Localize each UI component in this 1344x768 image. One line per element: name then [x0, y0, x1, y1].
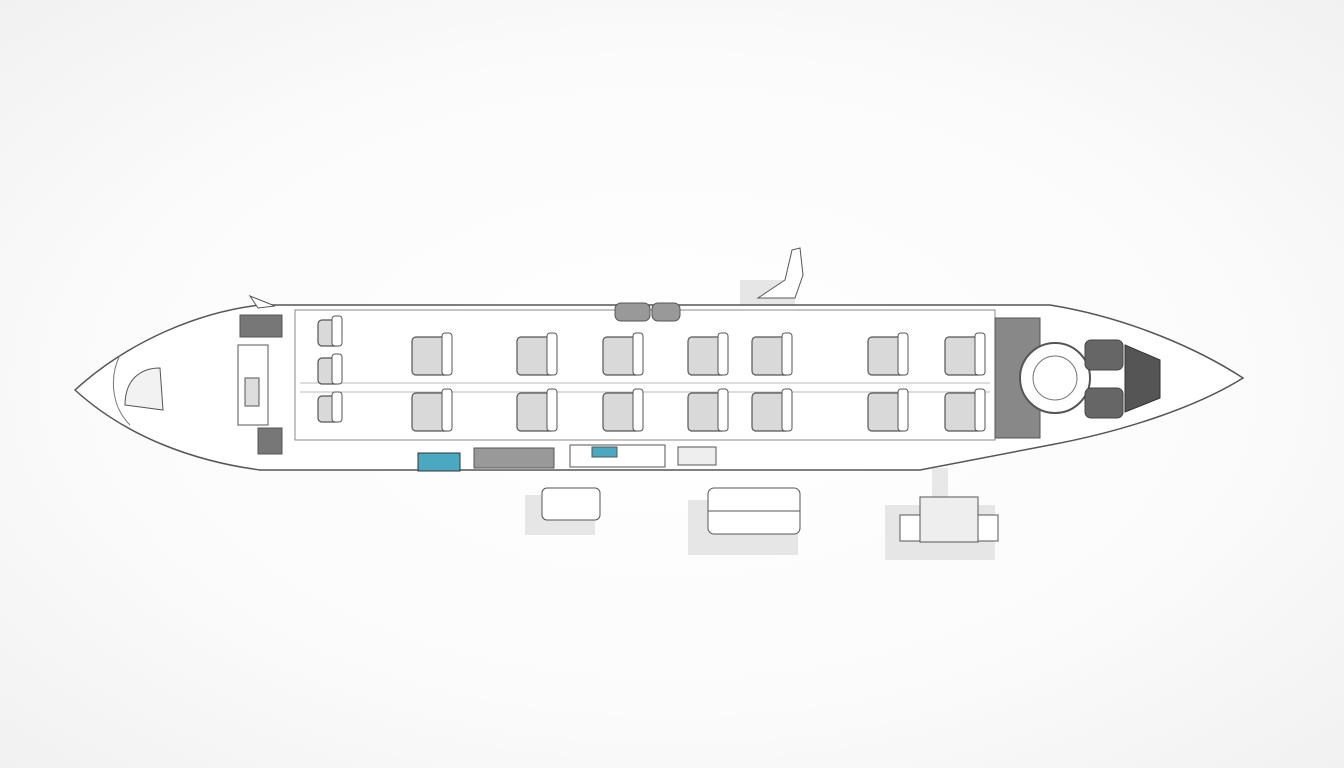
passenger-seat	[516, 388, 558, 432]
passenger-seat	[751, 388, 793, 432]
passenger-seat	[944, 332, 986, 376]
passenger-seat	[687, 388, 729, 432]
passenger-seat	[516, 332, 558, 376]
galley-screen	[417, 452, 461, 472]
loose-furniture	[541, 247, 999, 543]
tail-fin	[1124, 344, 1161, 413]
rear-hatch	[1019, 342, 1091, 414]
cockpit-panel-lower	[257, 427, 283, 455]
storage-cabinet	[677, 446, 717, 466]
tail-panel-top	[1084, 339, 1124, 371]
crew-seat	[317, 353, 343, 385]
passenger-seat	[687, 332, 729, 376]
overhead-panel-2	[651, 302, 681, 322]
console-unit	[541, 487, 601, 521]
passenger-seat	[411, 388, 453, 432]
nose-window	[124, 367, 164, 411]
crew-seat	[317, 391, 343, 423]
nose-cone-line	[112, 354, 131, 426]
galley-unit	[591, 446, 618, 458]
passenger-seat	[751, 332, 793, 376]
passenger-seat	[602, 388, 644, 432]
passenger-seat	[602, 332, 644, 376]
cockpit-screen	[244, 377, 260, 407]
passenger-seat	[867, 332, 909, 376]
passenger-seat	[411, 332, 453, 376]
passenger-seat	[867, 388, 909, 432]
antenna-icon	[248, 294, 276, 309]
tail-panel-bottom	[1084, 387, 1124, 419]
seat-rows	[317, 315, 986, 432]
overhead-panel	[614, 302, 651, 322]
swivel-seat	[756, 247, 804, 299]
galley-counter	[569, 444, 666, 468]
passenger-seat	[944, 388, 986, 432]
crew-seat	[317, 315, 343, 347]
galley-grid	[473, 447, 555, 469]
lounge-chair	[919, 496, 979, 543]
cockpit-panel	[239, 314, 283, 338]
rear-hatch-inner	[1032, 355, 1078, 401]
